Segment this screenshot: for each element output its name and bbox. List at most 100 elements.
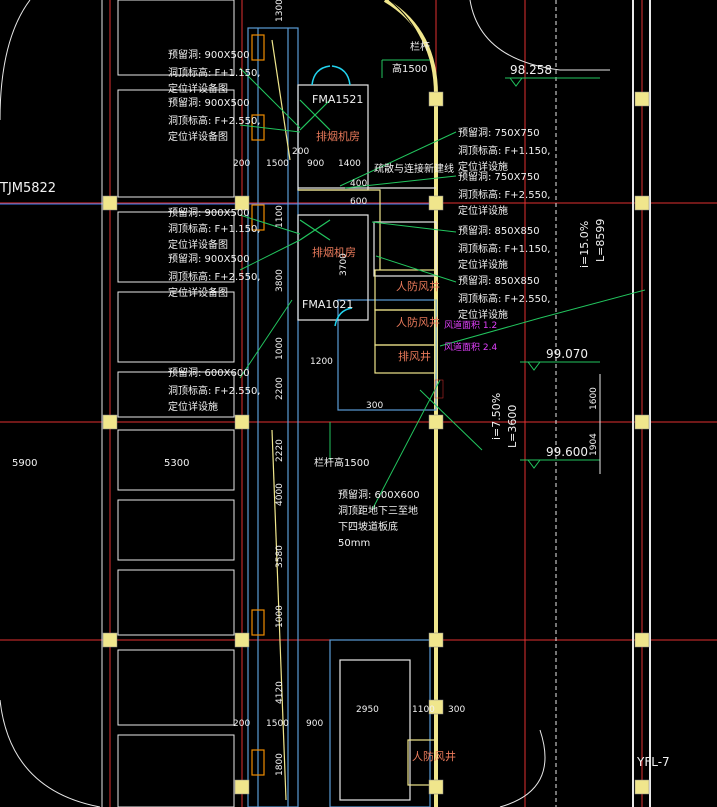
- right-note-4-opening: 预留洞: 850X850: [458, 274, 540, 287]
- elevation-mid: 99.070: [546, 347, 588, 361]
- dimension-labels: 1300 1500 200 200 900 1400 400 600 1100 …: [12, 0, 599, 776]
- dim-300b: 300: [448, 705, 465, 715]
- dim-1000b: 1000: [275, 605, 285, 628]
- dim-1200: 1200: [310, 357, 333, 367]
- left-note-1-opening: 预留洞: 900X500: [168, 48, 250, 61]
- left-note-2-opening: 预留洞: 900X500: [168, 96, 250, 109]
- column-markers: [102, 91, 650, 795]
- left-notes: 预留洞: 900X500 洞顶标高: F+1.150, 定位详设备图 预留洞: …: [168, 48, 261, 413]
- left-note-5-level: 洞顶标高: F+2.550,: [168, 384, 261, 397]
- right-tag: YFL-7: [636, 755, 670, 769]
- dim-300a: 300: [366, 401, 383, 411]
- dim-200c: 200: [233, 719, 250, 729]
- dim-200b: 200: [292, 147, 309, 157]
- dim-1100b: 1100: [412, 705, 435, 715]
- right-note-1-ref: 定位详设施: [458, 160, 508, 173]
- shaft-c: 排风井: [398, 349, 431, 363]
- door-symbols: [311, 65, 353, 327]
- dim-1000a: 1000: [275, 337, 285, 360]
- right-note-1-opening: 预留洞: 750X750: [458, 126, 540, 139]
- slope-lower-grade: i=7.50%: [490, 393, 503, 440]
- right-note-3-opening: 预留洞: 850X850: [458, 224, 540, 237]
- slope-lower-length: L=3600: [506, 405, 519, 448]
- center-note: 预留洞: 600X600 洞顶距地下三至地 下四坡道板底 50mm: [338, 488, 420, 549]
- ramp-walls: [0, 0, 651, 807]
- left-note-4-opening: 预留洞: 900X500: [168, 252, 250, 265]
- railing-height: 高1500: [392, 62, 427, 75]
- left-note-3-opening: 预留洞: 900X500: [168, 206, 250, 219]
- center-note-line3: 50mm: [338, 538, 370, 549]
- right-note-2-ref: 定位详设施: [458, 204, 508, 217]
- elevation-low: 99.600: [546, 445, 588, 459]
- dim-3580: 3580: [275, 545, 285, 568]
- left-note-2-level: 洞顶标高: F+2.550,: [168, 114, 261, 127]
- left-note-4-level: 洞顶标高: F+2.550,: [168, 270, 261, 283]
- dim-1400: 1400: [338, 159, 361, 169]
- dim-1100a: 1100: [275, 205, 285, 228]
- center-note-line1: 洞顶距地下三至地: [338, 504, 418, 517]
- right-notes: 预留洞: 750X750 洞顶标高: F+1.150, 定位详设施 预留洞: 7…: [458, 126, 551, 321]
- right-note-4-level: 洞顶标高: F+2.550,: [458, 292, 551, 305]
- white-labels: TJM5822 98.258 99.070 99.600 FMA1521 FMA…: [0, 40, 670, 769]
- slope-labels: i=15.0% L=8599 i=7.50% L=3600: [490, 219, 607, 448]
- dim-2220: 2220: [275, 439, 285, 462]
- right-note-3-level: 洞顶标高: F+1.150,: [458, 242, 551, 255]
- left-note-1-ref: 定位详设备图: [168, 82, 228, 95]
- dim-1904: 1904: [589, 433, 599, 456]
- dim-1600: 1600: [589, 387, 599, 410]
- railing-title: 栏杆: [410, 40, 430, 53]
- air-shafts: [298, 187, 437, 786]
- right-note-2-opening: 预留洞: 750X750: [458, 170, 540, 183]
- door-upper: FMA1521: [312, 93, 363, 106]
- dim-1800: 1800: [275, 753, 285, 776]
- left-note-3-level: 洞顶标高: F+1.150,: [168, 222, 261, 235]
- dim-2200a: 2200: [275, 377, 285, 400]
- dim-900: 900: [307, 159, 324, 169]
- right-note-2-level: 洞顶标高: F+2.550,: [458, 188, 551, 201]
- dim-4120: 4120: [275, 681, 285, 704]
- room-labels: 排烟机房 排烟机房 人防风井 人防风井 排风井 人防风井 风道面积 1.2 风道…: [312, 129, 497, 763]
- fan-rooms: [297, 84, 437, 801]
- dim-1300: 1300: [275, 0, 285, 22]
- left-note-2-ref: 定位详设备图: [168, 130, 228, 143]
- right-note-1-level: 洞顶标高: F+1.150,: [458, 144, 551, 157]
- dim-200a: 200: [233, 159, 250, 169]
- shaft-b: 人防风井: [396, 315, 440, 329]
- slope-upper-length: L=8599: [594, 219, 607, 262]
- dim-4000: 4000: [275, 483, 285, 506]
- left-note-5-opening: 预留洞: 600X600: [168, 366, 250, 379]
- door-lower: FMA1021: [302, 298, 353, 311]
- dim-900b: 900: [306, 719, 323, 729]
- right-note-4-ref: 定位详设施: [458, 308, 508, 321]
- left-note-4-ref: 定位详设备图: [168, 286, 228, 299]
- elevation-markers: [505, 77, 601, 474]
- dim-3800: 3800: [275, 269, 285, 292]
- dim-2950: 2950: [356, 705, 379, 715]
- parking-stalls: [101, 0, 235, 807]
- dim-400: 400: [350, 179, 367, 189]
- center-note-line2: 下四坡道板底: [338, 520, 398, 533]
- right-note-3-ref: 定位详设施: [458, 258, 508, 271]
- connect-note: 疏散与连接新建线: [374, 162, 454, 175]
- dim-1500a: 1500: [266, 159, 289, 169]
- slope-upper-grade: i=15.0%: [578, 221, 591, 268]
- shaft-bottom: 人防风井: [412, 749, 456, 763]
- shaft-magenta-a: 风道面积 1.2: [444, 319, 497, 331]
- left-note-1-level: 洞顶标高: F+1.150,: [168, 66, 261, 79]
- elevation-top: 98.258: [510, 63, 552, 77]
- dim-3700: 3700: [339, 253, 349, 276]
- railing-mid: 栏杆高1500: [314, 456, 369, 469]
- fan-room-lower: 排烟机房: [312, 245, 356, 259]
- dim-1500b: 1500: [266, 719, 289, 729]
- shaft-magenta-b: 风道面积 2.4: [444, 341, 497, 353]
- center-note-opening: 预留洞: 600X600: [338, 488, 420, 501]
- fan-room-upper: 排烟机房: [316, 129, 360, 143]
- dim-5300: 5300: [164, 458, 189, 469]
- leader-lines: [239, 59, 646, 511]
- tag-left: TJM5822: [0, 181, 56, 196]
- left-note-3-ref: 定位详设备图: [168, 238, 228, 251]
- dim-600: 600: [350, 197, 367, 207]
- left-note-5-ref: 定位详设施: [168, 400, 218, 413]
